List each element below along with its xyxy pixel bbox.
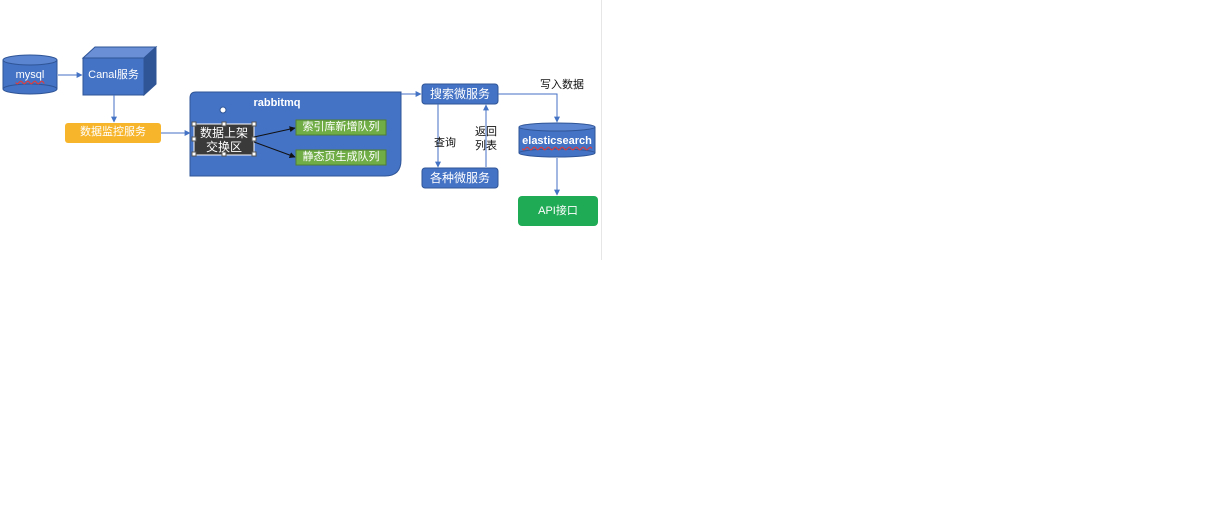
micro-services-label: 各种微服务 — [429, 171, 490, 185]
canal-label: Canal服务 — [88, 69, 139, 81]
return-label-line1: 返回 — [475, 126, 497, 138]
canal-service-box[interactable] — [81, 45, 158, 97]
arrow-exchange-to-index-queue — [253, 126, 296, 138]
api-label: API接口 — [538, 205, 578, 217]
page-divider — [601, 0, 602, 260]
rabbitmq-label: rabbitmq — [253, 97, 301, 109]
return-label-line2: 列表 — [475, 140, 497, 152]
static-queue-label: 静态页生成队列 — [302, 151, 380, 163]
exchange-label-line1: 数据上架 — [199, 126, 248, 140]
api-box[interactable] — [518, 196, 598, 226]
arrow-exchange-to-static-queue — [253, 141, 296, 158]
monitor-service-box[interactable] — [65, 123, 161, 143]
static-queue-box[interactable] — [295, 149, 387, 166]
exchange-label-line2: 交换区 — [205, 140, 242, 154]
search-service-label: 搜索微服务 — [429, 87, 490, 101]
mysql-label: mysql — [15, 69, 45, 81]
index-queue-label: 索引库新增队列 — [302, 121, 380, 133]
index-queue-box[interactable] — [295, 119, 387, 136]
elasticsearch-label: elasticsearch — [522, 135, 592, 147]
mysql-database-shape[interactable] — [2, 54, 58, 95]
micro-services-box[interactable] — [421, 167, 499, 189]
elasticsearch-database-shape[interactable] — [518, 122, 596, 158]
write-data-label: 写入数据 — [540, 79, 584, 91]
arrow-write-data — [498, 93, 560, 123]
rotate-handle-icon[interactable] — [219, 106, 227, 114]
exchange-box[interactable] — [191, 121, 257, 157]
query-label: 查询 — [434, 137, 456, 149]
monitor-label: 数据监控服务 — [80, 126, 146, 138]
